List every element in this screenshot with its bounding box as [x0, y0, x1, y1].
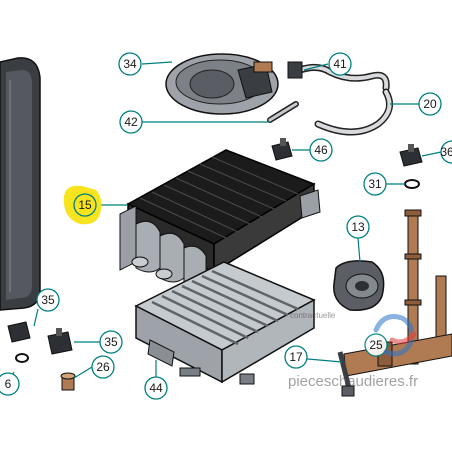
- watermark-logo: [373, 314, 417, 357]
- gas-valve-part: [333, 260, 385, 311]
- probe-part: [337, 351, 355, 397]
- small-tube-part: [267, 101, 299, 123]
- clip-part-36: [399, 144, 423, 167]
- callout-34: 34: [118, 52, 142, 76]
- callout-34-label: 34: [123, 57, 137, 71]
- watermark-site: pieceschaudieres.fr: [288, 373, 418, 390]
- callout-44: 44: [144, 376, 168, 400]
- callout-6-label: 6: [5, 377, 12, 391]
- callout-15-highlighted: 15: [63, 185, 102, 225]
- callout-35a: 35: [36, 288, 60, 312]
- callout-31-label: 31: [368, 177, 382, 191]
- hose-part: [287, 61, 390, 92]
- watermark-tagline: contractuelle: [290, 311, 336, 320]
- callout-25-label: 25: [369, 338, 383, 352]
- callout-20: 20: [418, 92, 442, 116]
- callout-41-label: 41: [333, 57, 347, 71]
- callout-35a-label: 35: [41, 293, 55, 307]
- callout-44-label: 44: [149, 381, 163, 395]
- side-panel-part: [0, 57, 41, 311]
- heat-exchanger-part: [119, 149, 321, 287]
- callout-6: 6: [0, 372, 20, 396]
- callout-15-label: 15: [78, 198, 92, 212]
- fitting-part: [60, 372, 76, 391]
- seal-ring-part: [404, 179, 420, 189]
- copper-pipe-part: [404, 209, 447, 365]
- callout-26: 26: [91, 355, 115, 379]
- tube-part: [314, 88, 394, 136]
- callout-41: 41: [328, 52, 352, 76]
- callout-25: 25: [364, 333, 388, 357]
- callout-17: 17: [284, 345, 308, 369]
- clip-part-35b: [47, 328, 73, 355]
- burner-part: [134, 261, 316, 385]
- callouts: 34 41 42 20 46 36 15 31: [0, 52, 452, 400]
- callout-36-label: 36: [440, 145, 452, 159]
- seal-ring-part-small: [15, 353, 29, 363]
- callout-36: 36: [440, 140, 452, 164]
- watermark: contractuelle pieceschaudieres.fr: [288, 311, 418, 390]
- callout-13: 13: [346, 215, 370, 239]
- clip-part-35a: [7, 321, 31, 343]
- callout-46-label: 46: [314, 143, 328, 157]
- callout-35b: 35: [99, 330, 123, 354]
- fan-part: [165, 53, 279, 115]
- callout-17-label: 17: [289, 350, 303, 364]
- callout-42: 42: [119, 110, 143, 134]
- callout-46: 46: [309, 138, 333, 162]
- callout-42-label: 42: [124, 115, 138, 129]
- callout-26-label: 26: [96, 360, 110, 374]
- clip-part-46: [271, 138, 293, 161]
- callout-35b-label: 35: [104, 335, 118, 349]
- callout-31: 31: [363, 172, 387, 196]
- callout-20-label: 20: [423, 97, 437, 111]
- callout-13-label: 13: [351, 220, 365, 234]
